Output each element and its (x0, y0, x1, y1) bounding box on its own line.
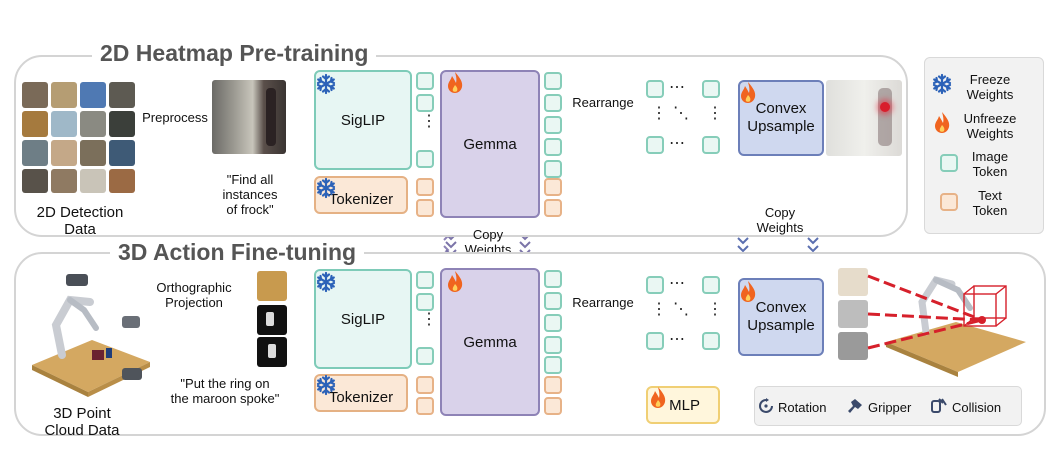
legend-unfreeze: Unfreeze Weights (963, 111, 1017, 141)
convex-upsample: Convex Upsample (738, 80, 824, 156)
siglip-encoder: SigLIP (314, 70, 412, 170)
rearrange-label: Rearrange (572, 95, 634, 110)
collision-icon (931, 398, 947, 413)
tokenizer-label: Tokenizer (328, 191, 394, 208)
detection-data-label: 2D Detection Data (36, 204, 124, 238)
text-token (416, 376, 434, 394)
point-cloud-scene (32, 274, 150, 397)
text-token (416, 199, 434, 217)
rotation-label: Rotation (778, 400, 827, 415)
collision-label: Collision (952, 400, 1002, 415)
heatmap-peak (880, 102, 890, 112)
finetuning-title: 3D Action Fine-tuning (110, 239, 365, 266)
projection-label: Orthographic Projection (156, 280, 232, 310)
mlp-head: MLP (646, 386, 720, 424)
tokenizer: Tokenizer (314, 176, 408, 214)
legend-image-token: Image Token (971, 149, 1009, 179)
siglip-encoder-bottom: SigLIP (314, 269, 412, 369)
bottom-prompt-text: "Put the ring on the maroon spoke" (170, 376, 280, 406)
siglip-label-bottom: SigLIP (340, 310, 386, 328)
heatmap-view-2 (838, 300, 868, 328)
legend-image-token-swatch (940, 154, 958, 172)
gemma-model-bottom: Gemma (440, 268, 540, 416)
projected-view-1 (257, 271, 287, 301)
tokenizer-label-bottom: Tokenizer (328, 389, 394, 406)
detection-data-thumbnails (22, 82, 138, 194)
heatmap-view-3 (838, 332, 868, 360)
legend-text-token: Text Token (972, 188, 1008, 218)
tokenizer-bottom: Tokenizer (314, 374, 408, 412)
heatmap-view-1 (838, 268, 868, 296)
mlp-label: MLP (669, 396, 700, 414)
rotation-icon (759, 398, 773, 413)
upsample-label-bottom: Convex Upsample (747, 299, 815, 334)
rearrange-label-bottom: Rearrange (572, 295, 634, 310)
text-token (416, 397, 434, 415)
action-scene-3d (867, 274, 1026, 377)
upsample-label: Convex Upsample (747, 100, 815, 135)
legend-freeze: Freeze Weights (966, 72, 1014, 102)
gripper-icon (848, 399, 862, 413)
text-token (416, 178, 434, 196)
gemma-label: Gemma (463, 135, 517, 153)
prompt-text: "Find all instances of frock" (222, 172, 278, 217)
siglip-label: SigLIP (340, 111, 386, 129)
gemma-model: Gemma (440, 70, 540, 218)
preprocess-label: Preprocess (142, 110, 208, 125)
point-cloud-label: 3D Point Cloud Data (44, 405, 120, 439)
gemma-label-bottom: Gemma (463, 333, 517, 351)
convex-upsample-bottom: Convex Upsample (738, 278, 824, 356)
pretraining-title: 2D Heatmap Pre-training (92, 40, 377, 67)
action-outputs (754, 386, 1022, 426)
legend-text-token-swatch (940, 193, 958, 211)
copy-weights-right-label: Copy Weights (756, 205, 804, 235)
gripper-label: Gripper (868, 400, 912, 415)
